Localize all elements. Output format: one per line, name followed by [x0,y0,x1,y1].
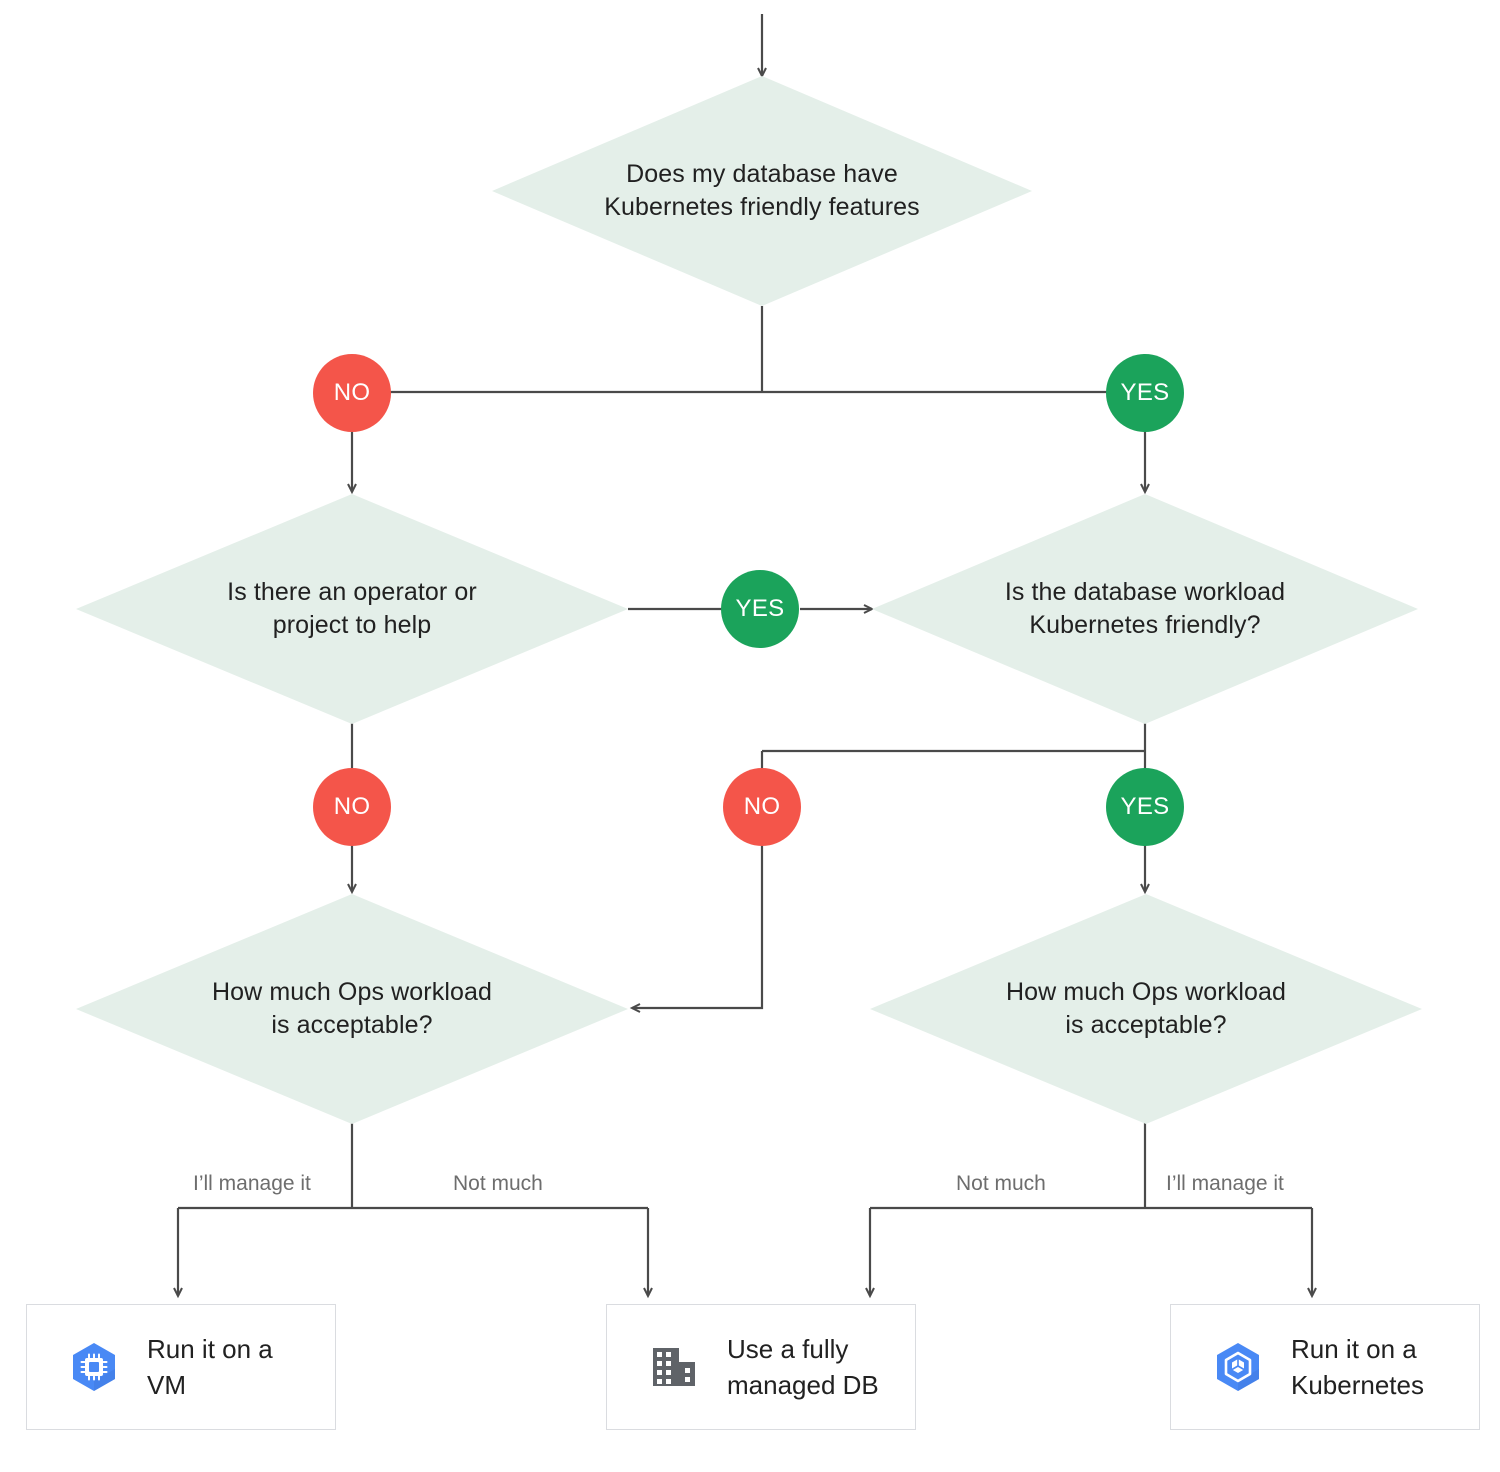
branch-circle-no-1[interactable]: NO [313,354,391,432]
result-label: Run it on a Kubernetes [1291,1334,1424,1400]
branch-label: YES [1120,379,1170,406]
kubernetes-engine-icon [1209,1338,1267,1396]
result-label: Use a fully managed DB [727,1334,879,1400]
result-box-run-on-vm[interactable]: Run it on a VM [26,1304,336,1430]
edge-b5-to-d4 [629,843,764,1013]
edge-label-not-much-left: Not much [453,1172,543,1195]
edge-label-ill-manage-it-left: I’ll manage it [193,1172,311,1195]
decision-node-ops-workload-left[interactable]: How much Ops workload is acceptable? [76,894,628,1124]
branch-circle-no-3[interactable]: NO [723,768,801,846]
branch-circle-yes-2[interactable]: YES [721,570,799,648]
edge-label-ill-manage-it-right: I’ll manage it [1166,1172,1284,1195]
result-label: Run it on a VM [147,1334,273,1400]
decision-label: Is there an operator or project to help [227,578,477,639]
branch-circle-yes-1[interactable]: YES [1106,354,1184,432]
decision-label: How much Ops workload is acceptable? [212,978,492,1039]
branch-label: NO [743,793,781,820]
building-icon [645,1338,703,1396]
compute-engine-icon [65,1338,123,1396]
decision-label: How much Ops workload is acceptable? [1006,978,1286,1039]
result-box-managed-db[interactable]: Use a fully managed DB [606,1304,916,1430]
decision-label: Does my database have Kubernetes friendl… [604,160,920,221]
branch-label: NO [333,793,371,820]
branch-circle-yes-3[interactable]: YES [1106,768,1184,846]
result-box-run-on-kubernetes[interactable]: Run it on a Kubernetes [1170,1304,1480,1430]
decision-label: Is the database workload Kubernetes frie… [1004,578,1286,639]
branch-circle-no-2[interactable]: NO [313,768,391,846]
branch-label: YES [1120,793,1170,820]
branch-label: YES [735,595,785,622]
decision-node-operator-project[interactable]: Is there an operator or project to help [76,494,628,724]
branch-label: NO [333,379,371,406]
decision-node-database-features[interactable]: Does my database have Kubernetes friendl… [492,76,1032,306]
edge-label-not-much-right: Not much [956,1172,1046,1195]
decision-node-ops-workload-right[interactable]: How much Ops workload is acceptable? [870,894,1422,1124]
decision-node-workload-friendly[interactable]: Is the database workload Kubernetes frie… [872,494,1418,724]
